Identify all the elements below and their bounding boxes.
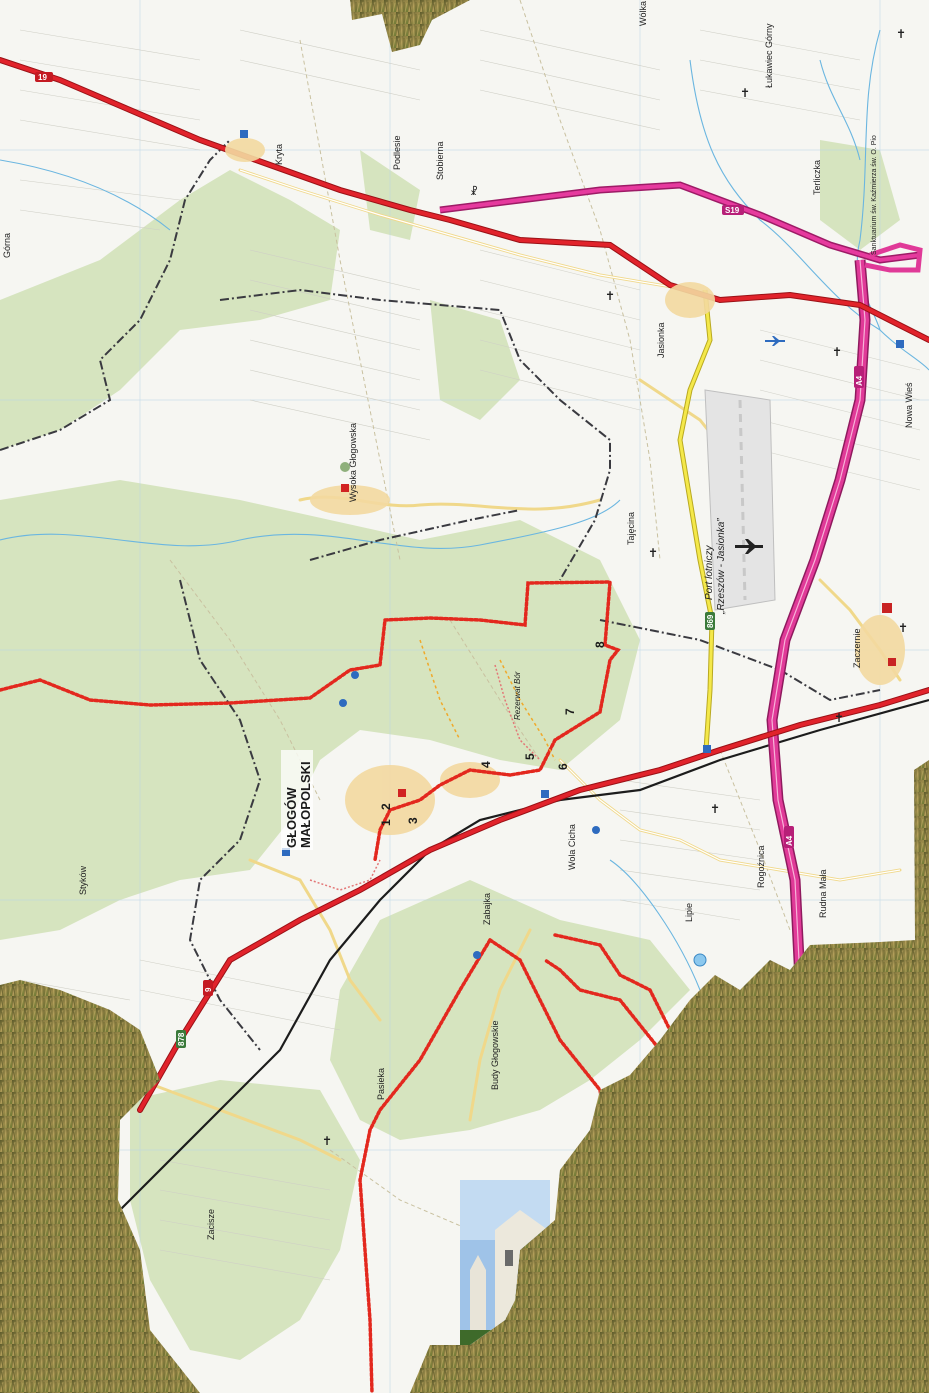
svg-text:✝: ✝ — [648, 546, 658, 560]
svg-text:869: 869 — [706, 614, 715, 628]
map-labels: Wólka Po Łukawiec Górny Stobierna Podles… — [2, 0, 914, 1240]
svg-text:✝: ✝ — [832, 345, 842, 359]
trail-number-7: 7 — [563, 708, 577, 715]
svg-text:☧: ☧ — [470, 185, 478, 198]
label-lukawiec: Łukawiec Górny — [764, 23, 774, 88]
svg-text:9: 9 — [204, 987, 213, 992]
svg-text:✝: ✝ — [896, 27, 906, 41]
trail-number-3: 3 — [406, 817, 420, 824]
label-gorna: Górna — [2, 233, 12, 258]
minor-roads — [169, 0, 791, 1231]
airport — [704, 389, 776, 611]
town-name-line1: GŁOGÓW — [284, 787, 299, 848]
trail-number-5: 5 — [523, 753, 537, 760]
road-shields: 19 S19 A4 A4 9 878 869 — [35, 72, 864, 1048]
label-rezerwat: Rezerwat Bór — [513, 671, 522, 720]
label-zacisze: Zacisze — [206, 1209, 216, 1240]
label-sanktuarium: Sanktuarium św. Kaźmierza św. O. Pio — [871, 135, 878, 255]
label-stykow: Styków — [78, 865, 88, 895]
label-terliczka: Terliczka — [812, 160, 822, 195]
label-stobierna: Stobierna — [435, 141, 445, 180]
label-pasieka: Pasieka — [376, 1068, 386, 1100]
trail-number-4: 4 — [479, 761, 493, 768]
label-tajecina: Tajęcina — [626, 512, 636, 545]
label-zaczernie: Zaczernie — [852, 628, 862, 668]
label-rudna: Rudna Mała — [818, 869, 828, 918]
label-wola: Wola Cicha — [567, 824, 577, 870]
label-kryta: Kryta — [274, 144, 284, 165]
svg-text:S19: S19 — [725, 206, 740, 215]
svg-text:19: 19 — [38, 73, 47, 82]
railway — [119, 698, 929, 1211]
label-zabajka: Zabajka — [482, 893, 492, 925]
trail-number-6: 6 — [556, 763, 570, 770]
svg-text:✝: ✝ — [710, 802, 720, 816]
svg-text:✝: ✝ — [834, 711, 844, 725]
svg-text:✝: ✝ — [740, 86, 750, 100]
trail-pink — [309, 664, 541, 891]
built-up-areas — [225, 138, 905, 835]
local-roads-inner — [239, 169, 901, 881]
svg-text:878: 878 — [177, 1032, 186, 1046]
expressway-s19 — [439, 181, 921, 264]
label-rogoznica: Rogoźnica — [756, 845, 766, 888]
svg-text:✝: ✝ — [322, 1134, 332, 1148]
svg-text:A4: A4 — [785, 835, 794, 846]
label-wolka: Wólka Po — [638, 0, 648, 26]
label-nowa-wies: Nowa Wieś — [904, 382, 914, 428]
label-lipie: Lipie — [684, 903, 694, 922]
national-roads — [0, 57, 929, 1113]
svg-text:✝: ✝ — [898, 621, 908, 635]
trail-number-8: 8 — [593, 641, 607, 648]
label-podlesie: Podlesie — [392, 135, 402, 170]
svg-text:✝: ✝ — [605, 289, 615, 303]
trail-number-2: 2 — [379, 803, 393, 810]
airport-label-1: Port lotniczy — [704, 545, 715, 600]
trail-numbers: 1 2 3 4 5 6 7 8 — [379, 641, 607, 826]
trail-number-1: 1 — [379, 819, 393, 826]
label-jasionka: Jasionka — [656, 322, 666, 358]
label-wysoka: Wysoka Głogowska — [348, 423, 358, 502]
svg-text:A4: A4 — [855, 375, 864, 386]
label-budy: Budy Głogowskie — [490, 1020, 500, 1090]
field-boundaries — [19, 29, 921, 1281]
airport-label-2: „Rzeszów - Jasionka” — [716, 518, 727, 615]
town-name-line2: MAŁOPOLSKI — [298, 761, 313, 848]
map-symbols: ☧ ✝ ✝ ✝ ✝ ✝ ✝ ✝ ✝ ✝ — [240, 27, 908, 1148]
trail-orange — [419, 639, 556, 761]
